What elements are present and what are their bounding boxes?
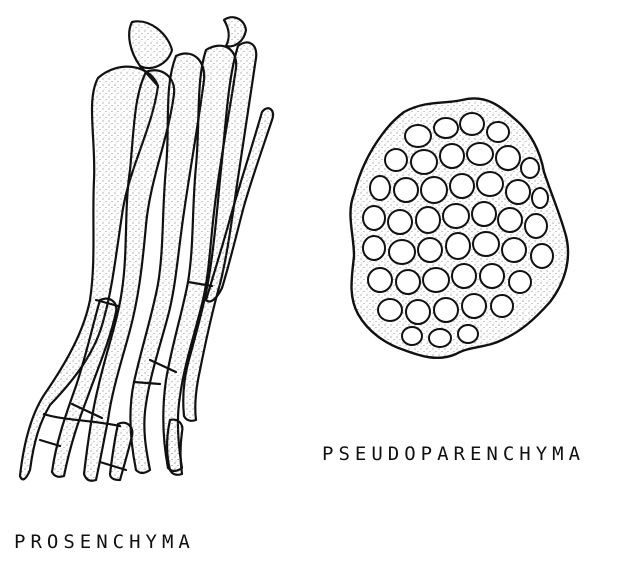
hypha-tip	[129, 21, 172, 68]
hypha	[167, 420, 182, 475]
prosenchyma-label: PROSENCHYMA	[14, 531, 195, 553]
hypha	[110, 423, 132, 480]
prosenchyma-drawing	[20, 17, 273, 481]
pseudoparenchyma-drawing	[350, 98, 568, 357]
pseudoparenchyma-label: PSEUDOPARENCHYMA	[322, 443, 585, 465]
